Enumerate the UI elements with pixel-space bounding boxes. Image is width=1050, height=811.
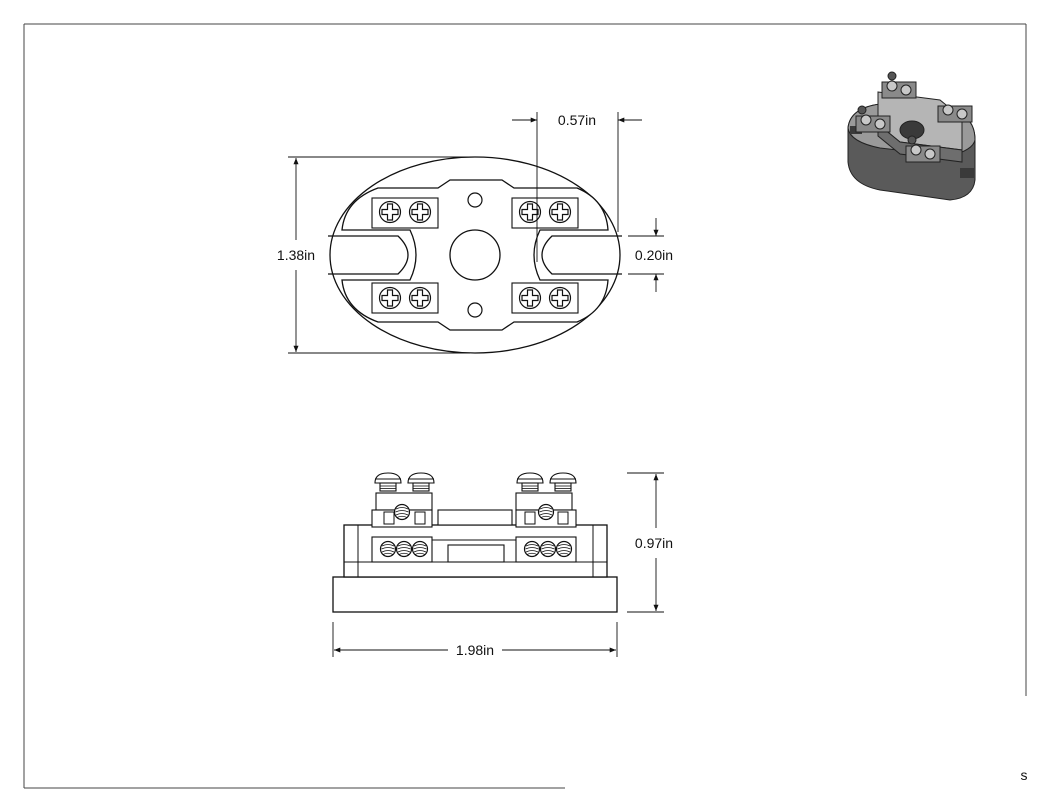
corner-text-fragment: s	[1021, 767, 1028, 783]
sheet-border	[23, 23, 1027, 789]
center-hole	[449, 229, 501, 281]
iso-terminal	[881, 71, 917, 99]
screw-head-icon	[549, 472, 577, 492]
dimension-height-top: 1.38in	[274, 156, 470, 354]
dim-label-slot: 0.20in	[635, 247, 673, 263]
wire-end-icon	[411, 540, 429, 558]
screw-head-icon	[407, 472, 435, 492]
wire-end-icon	[393, 503, 411, 521]
screw-icon	[548, 200, 572, 224]
dimension-top-width: 0.57in	[512, 111, 642, 262]
dim-label-height-top: 1.38in	[277, 247, 315, 263]
wire-end-icon	[523, 540, 541, 558]
wire-end-icon	[555, 540, 573, 558]
screw-icon	[378, 286, 402, 310]
screw-icon	[548, 286, 572, 310]
screw-icon	[518, 286, 542, 310]
top-view	[328, 156, 622, 354]
iso-terminal	[855, 105, 891, 133]
right-slot	[541, 235, 622, 275]
screw-head-icon	[374, 472, 402, 492]
mount-hole-bottom	[467, 302, 483, 318]
dimension-side-width: 1.98in	[332, 622, 618, 659]
wire-end-icon	[379, 540, 397, 558]
wire-end-icon	[539, 540, 557, 558]
left-slot	[328, 235, 409, 275]
wire-end-icon	[395, 540, 413, 558]
screw-head-icon	[516, 472, 544, 492]
mount-hole-top	[467, 192, 483, 208]
isometric-view	[847, 71, 976, 201]
side-view	[332, 472, 618, 613]
iso-terminal	[937, 104, 973, 123]
dim-label-side-height: 0.97in	[635, 535, 673, 551]
screw-icon	[378, 200, 402, 224]
dimension-side-height: 0.97in	[627, 472, 676, 613]
dim-label-top-width: 0.57in	[558, 112, 596, 128]
dimension-slot: 0.20in	[628, 218, 676, 292]
dim-label-side-width: 1.98in	[456, 642, 494, 658]
iso-terminal	[905, 135, 941, 163]
screw-icon	[408, 200, 432, 224]
wire-end-icon	[537, 503, 555, 521]
screw-icon	[408, 286, 432, 310]
